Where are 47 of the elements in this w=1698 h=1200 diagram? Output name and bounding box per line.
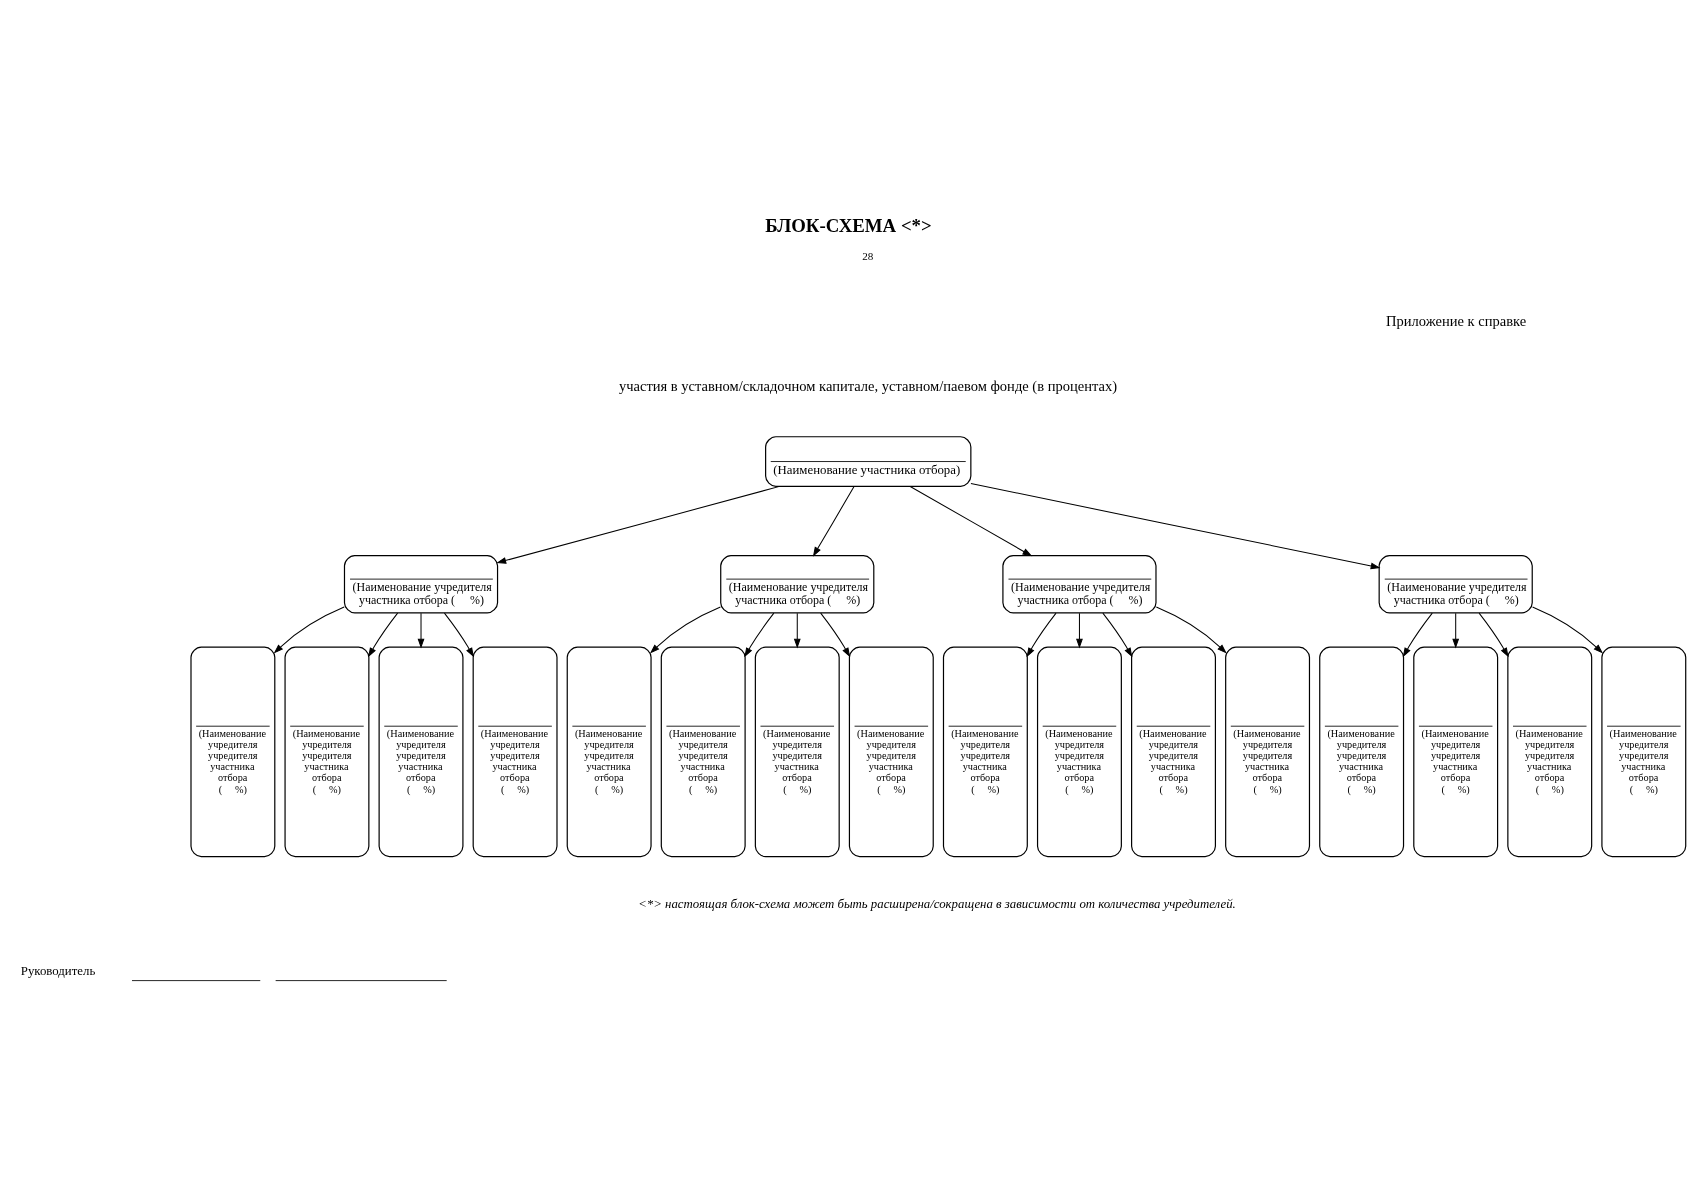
arrow — [1452, 612, 1460, 649]
node-box: (Наименование учредителя учредителя участника отбора ( %) — [848, 646, 934, 857]
arrow — [496, 485, 781, 564]
arrow — [368, 612, 399, 657]
arrow — [793, 612, 801, 649]
node-box: (Наименование учредителя учредителя участника отбора ( %) — [1036, 646, 1122, 857]
node-box: (Наименование учредителя учредителя участника отбора ( %) — [1601, 646, 1687, 857]
node-box: (Наименование учредителя участника отбора ( %) — [343, 554, 499, 613]
arrow — [1532, 606, 1603, 654]
label: Руководитель — [20, 963, 96, 978]
arrow — [812, 485, 855, 557]
node-box: (Наименование учредителя учредителя участника отбора ( %) — [1507, 646, 1593, 857]
arrow — [1026, 612, 1057, 657]
node-box: (Наименование учредителя учредителя участника отбора ( %) — [284, 646, 370, 857]
node-box: (Наименование учредителя учредителя участника отбора ( %) — [378, 646, 464, 857]
arrow — [443, 612, 474, 657]
arrow — [273, 606, 345, 654]
node-box: (Наименование учредителя учредителя участника отбора ( %) — [1319, 646, 1405, 857]
arrow — [417, 612, 425, 649]
node-box: (Наименование учредителя учредителя участника отбора ( %) — [942, 646, 1028, 857]
node-box: (Наименование учредителя учредителя участника отбора ( %) — [754, 646, 840, 857]
arrow — [1155, 606, 1227, 654]
label: Приложение к справке — [1386, 312, 1527, 329]
node-box: (Наименование учредителя участника отбора ( %) — [1002, 554, 1157, 613]
label: 28 — [862, 249, 874, 262]
label: участия в уставном/складочном капитале, уставном/паевом фонде (в процентах) — [618, 377, 1117, 394]
node-box: (Наименование учредителя учредителя участника отбора ( %) — [472, 646, 558, 857]
arrow — [1102, 612, 1133, 657]
label: <*> настоящая блок-схема может быть расширена/сокращена в зависимости от количества учредителей. — [638, 896, 1236, 911]
arrow — [744, 612, 775, 657]
node-box: (Наименование учредителя учредителя участника отбора ( %) — [1131, 646, 1216, 857]
node-box: (Наименование учредителя учредителя участника отбора ( %) — [190, 646, 276, 857]
arrow — [970, 482, 1381, 569]
arrow — [1478, 612, 1509, 657]
arrow — [1076, 612, 1083, 649]
node-box: (Наименование учредителя учредителя участника отбора ( %) — [660, 646, 746, 857]
arrow — [1402, 612, 1433, 657]
node-box: (Наименование учредителя учредителя участника отбора ( %) — [1225, 646, 1311, 857]
arrow — [649, 606, 721, 654]
arrow — [909, 485, 1033, 556]
node-box: (Наименование учредителя участника отбора ( %) — [720, 554, 875, 613]
diagram-title: БЛОК-СХЕМА <*> — [765, 214, 932, 236]
node-box: (Наименование участника отбора) — [765, 435, 972, 487]
node-box: (Наименование учредителя учредителя участника отбора ( %) — [566, 646, 652, 857]
node-box: (Наименование учредителя участника отбора ( %) — [1378, 554, 1533, 613]
node-box: (Наименование учредителя учредителя участника отбора ( %) — [1413, 646, 1499, 857]
arrow — [820, 612, 851, 657]
